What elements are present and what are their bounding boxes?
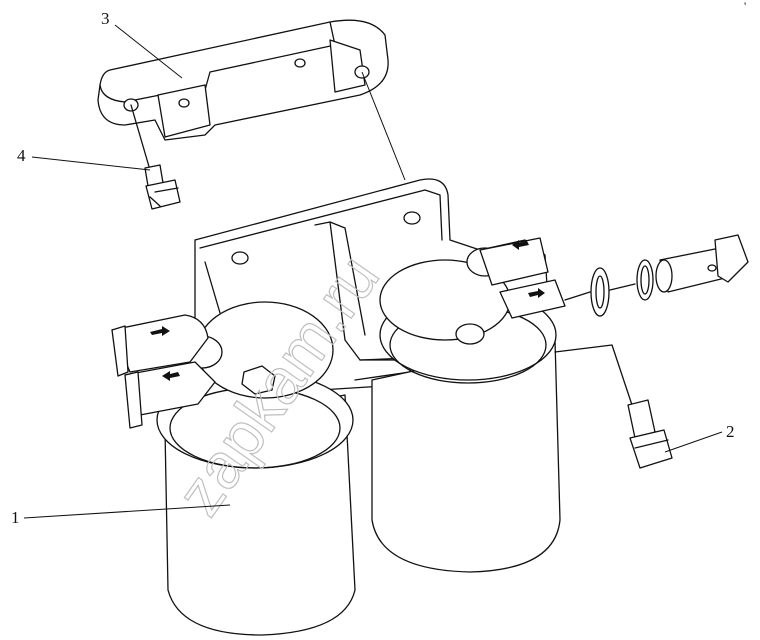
leader-line-4 (31, 156, 151, 171)
outlet-ports-right (479, 237, 566, 319)
bolt-part-2 (554, 344, 673, 469)
bolt-part-4 (130, 104, 181, 210)
bracket-plate-part-3 (97, 19, 389, 141)
leader-line-2 (664, 431, 723, 453)
filter-canister-left (156, 301, 356, 636)
leader-line-3 (114, 24, 183, 79)
callout-2: 2 (726, 422, 735, 441)
leader-line-1 (23, 504, 231, 519)
corner-mark: ' (744, 0, 746, 13)
callout-3: 3 (101, 9, 110, 28)
inlet-ports-left (111, 314, 216, 429)
fitting-assembly (564, 234, 749, 317)
callout-1: 1 (11, 508, 20, 527)
callout-4: 4 (17, 146, 26, 165)
